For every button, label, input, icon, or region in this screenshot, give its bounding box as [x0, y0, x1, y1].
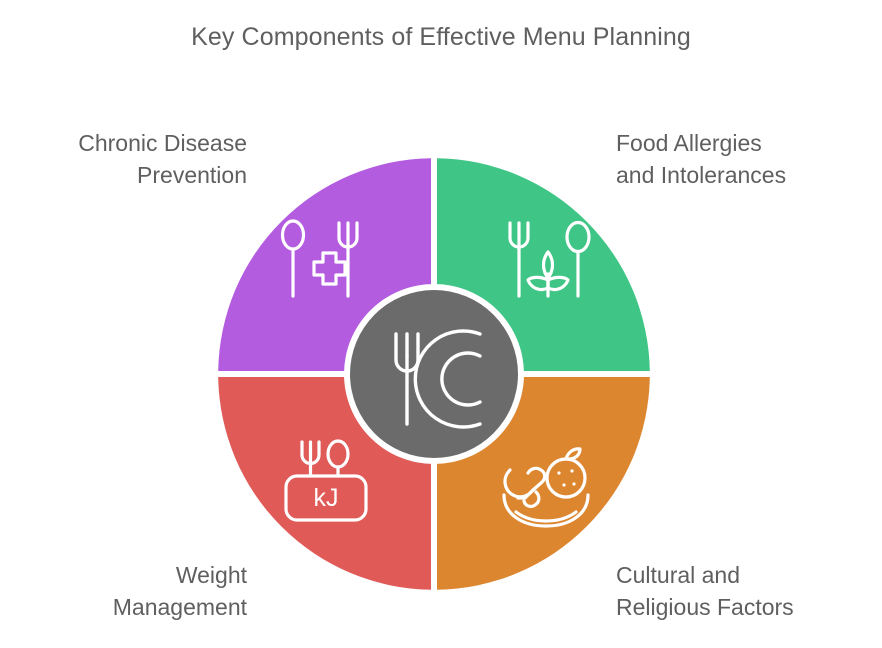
label-line: Prevention: [137, 161, 247, 188]
fork-wheat-spoon-icon: [508, 220, 591, 298]
quadrant-wheel-chart: [218, 158, 650, 590]
label-line: Weight: [175, 562, 247, 588]
hub-circle[interactable]: [350, 290, 518, 458]
quadrant-label-cultural-and-religious-factors: Cultural and Religious Factors: [616, 560, 794, 623]
quadrant-label-food-allergies-and-intolerances: Food Allergies and Intolerances: [616, 128, 786, 191]
kilojoule-cutlery-icon: kJ: [284, 439, 368, 522]
quadrant-label-weight-management: Weight Management: [113, 560, 247, 623]
label-line: Management: [112, 593, 247, 620]
page-title: Key Components of Effective Menu Plannin…: [191, 23, 691, 51]
bowl-with-food-icon: [502, 447, 590, 528]
label-line: Cultural and: [616, 562, 741, 588]
menu-planning-wheel-diagram: kJ: [218, 158, 650, 590]
fork-and-plate-icon: [394, 329, 482, 429]
label-line: and Intolerances: [616, 161, 787, 188]
label-line: Food Allergies: [616, 130, 762, 156]
kilojoule-badge-text: kJ: [314, 484, 339, 512]
spoon-cross-fork-icon: [280, 219, 359, 298]
label-line: Chronic Disease: [78, 130, 247, 156]
quadrant-label-chronic-disease-prevention: Chronic Disease Prevention: [78, 128, 247, 191]
label-line: Religious Factors: [616, 593, 794, 620]
